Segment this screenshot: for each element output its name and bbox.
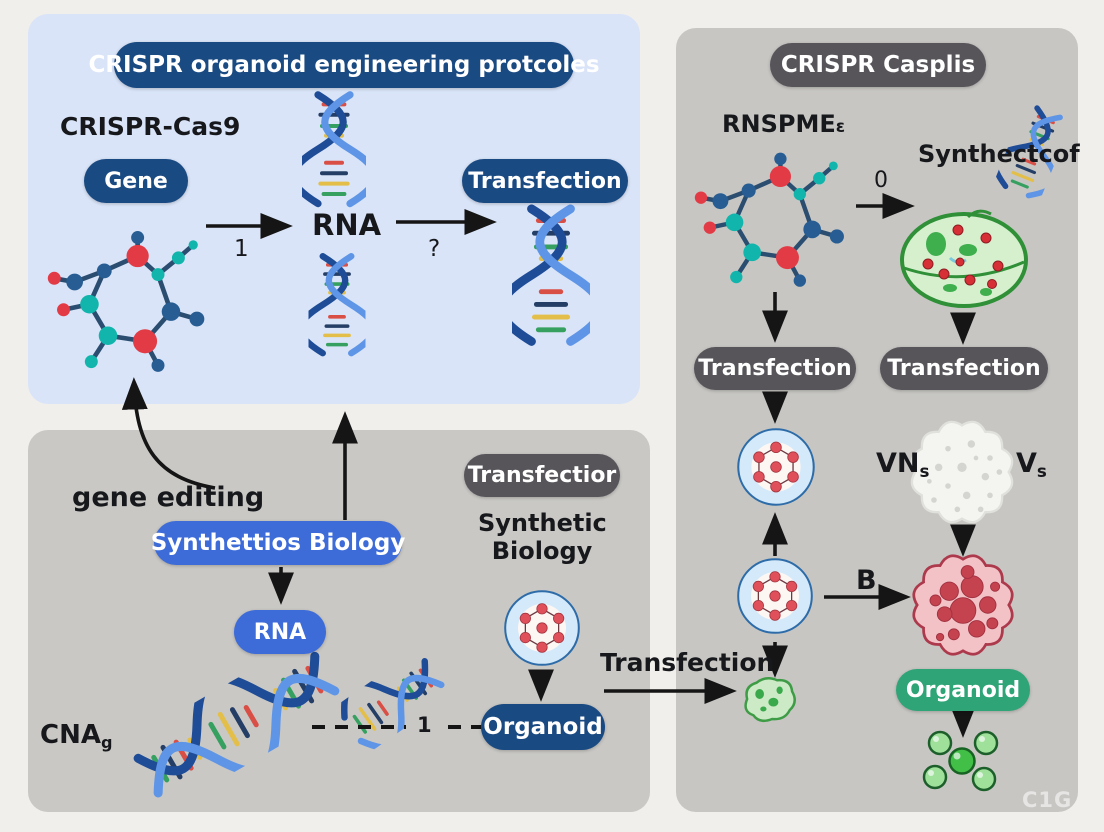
cas9-label: CRISPR-Cas9 bbox=[60, 112, 241, 141]
organoid-green-pill-label: Organoid bbox=[905, 677, 1021, 703]
gene-pill: Gene bbox=[84, 159, 188, 203]
b-label: B bbox=[856, 565, 877, 596]
casplis-title-pill: CRISPR Casplis bbox=[770, 43, 986, 87]
dna-helix-icon bbox=[308, 252, 366, 366]
transfection-pill: Transfection bbox=[462, 159, 628, 203]
gene-editing-label: gene editing bbox=[72, 482, 265, 513]
synthect-label: Synthectcof bbox=[918, 140, 1080, 168]
transfection-pill-label: Transfection bbox=[468, 168, 622, 194]
synthetics-biology-pill-label: Synthettios Biology bbox=[150, 530, 406, 556]
vns-label: VNs bbox=[876, 448, 930, 481]
vs-label: Vs bbox=[1016, 448, 1047, 481]
synthetic-biology-label: Synthetic Biology bbox=[478, 509, 607, 565]
transfection-pill-right-right: Transfection bbox=[880, 347, 1048, 390]
green-cell-large-icon bbox=[900, 209, 1028, 308]
rna-pill: RNA bbox=[234, 610, 326, 654]
gene-pill-label: Gene bbox=[104, 168, 168, 194]
organoid-spheres-icon bbox=[922, 730, 999, 792]
dna-helix-icon bbox=[512, 203, 590, 359]
organoid-pill-label: Organoid bbox=[483, 714, 603, 740]
vesicle-icon bbox=[735, 556, 815, 636]
cas9-molecule-icon bbox=[45, 228, 221, 386]
watermark: C1G bbox=[1022, 788, 1073, 812]
protocols-title: CRISPR organoid engineering protcoles bbox=[88, 52, 600, 78]
rnp-molecule-icon bbox=[692, 150, 860, 300]
dna-helix-diagonal-icon bbox=[88, 640, 358, 815]
vesicle-icon bbox=[735, 426, 817, 508]
dashed-step-label: 1 bbox=[417, 713, 432, 737]
casplis-title: CRISPR Casplis bbox=[780, 52, 976, 78]
rna-label: RNA bbox=[312, 208, 382, 242]
transfection-pill-right-left: Transfection bbox=[694, 347, 856, 390]
step0-label: 0 bbox=[874, 168, 888, 193]
organoid-pill: Organoid bbox=[481, 704, 605, 750]
rnp-label: RNSPMEε bbox=[722, 110, 846, 138]
cna-label: CNAg bbox=[40, 720, 113, 752]
protocols-title-pill: CRISPR organoid engineering protcoles bbox=[88, 42, 600, 88]
green-cell-icon bbox=[740, 674, 798, 724]
dna-helix-icon bbox=[302, 90, 366, 218]
bridge-transfection-label: Transfection bbox=[600, 648, 775, 677]
step1-label: 1 bbox=[234, 236, 249, 262]
step2-label: ? bbox=[428, 236, 441, 262]
synthetics-biology-pill: Synthettios Biology bbox=[151, 521, 405, 565]
transfectior-pill-label: Transfectior bbox=[467, 463, 617, 488]
red-cell-cluster-icon bbox=[908, 550, 1018, 660]
vesicle-icon bbox=[502, 588, 582, 668]
rna-pill-label: RNA bbox=[253, 619, 307, 645]
organoid-green-pill: Organoid bbox=[896, 669, 1030, 711]
transfectior-pill: Transfectior bbox=[464, 454, 620, 497]
